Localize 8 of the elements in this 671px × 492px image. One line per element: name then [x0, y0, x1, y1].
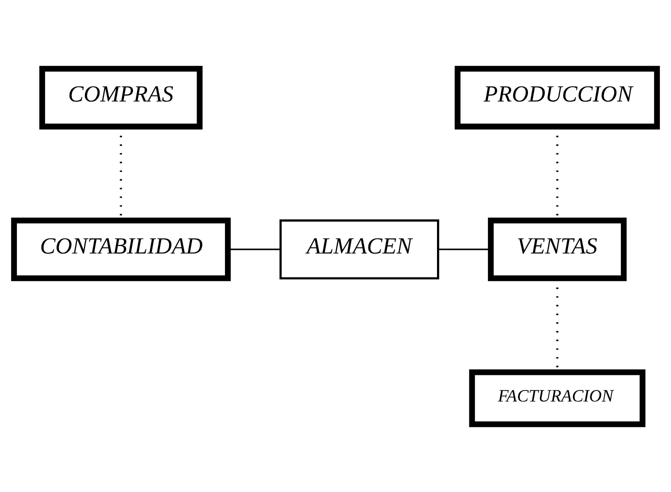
connector: [228, 248, 280, 250]
node-box: PRODUCCION: [454, 65, 660, 129]
node-box: FACTURACION: [469, 368, 646, 427]
node-box: VENTAS: [488, 217, 627, 281]
connector: [438, 248, 491, 250]
node-box: CONTABILIDAD: [11, 217, 231, 281]
node-box: ALMACEN: [280, 218, 440, 279]
node-box: COMPRAS: [39, 65, 203, 129]
